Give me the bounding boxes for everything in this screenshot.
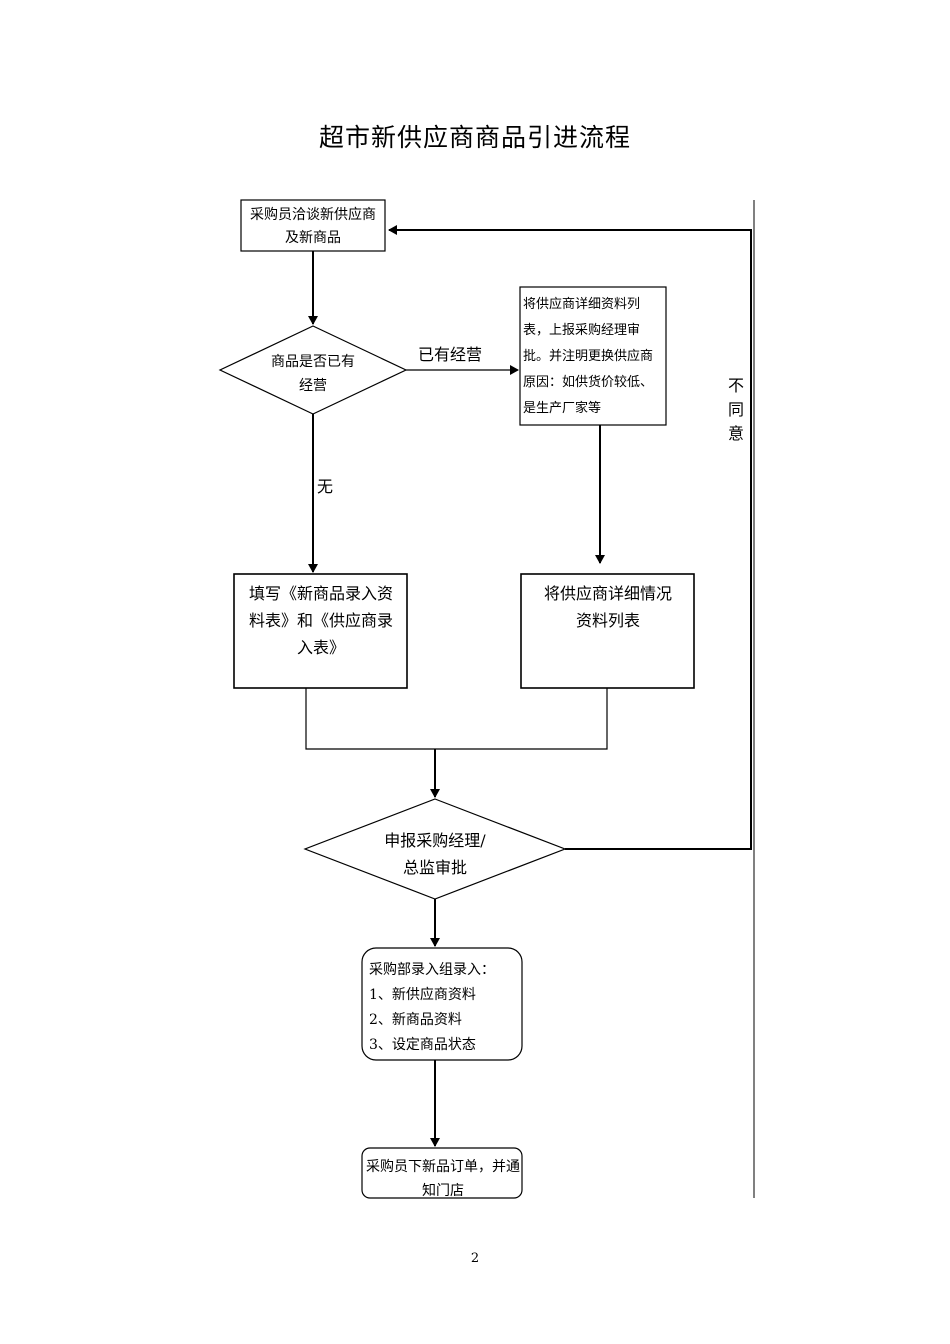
order-box: [361, 1147, 523, 1199]
fill-forms-box: [233, 573, 408, 689]
entry-group-heading: 采购部录入组录入：: [369, 962, 495, 978]
report-detail-box: [519, 286, 667, 426]
edge-label-disagree: 不 同 意: [726, 374, 746, 446]
fill-forms-text: 填写《新商品录入资 料表》和《供应商录 入表》: [248, 584, 393, 657]
edge-label-existing: 已有经营: [418, 345, 483, 364]
order-text: 采购员下新品订单，并通 知门店: [366, 1159, 520, 1197]
entry-group-item: 2、新商品资料: [369, 1012, 462, 1028]
entry-group-text: 采购部录入组录入： 1、新供应商资料 2、新商品资料 3、设定商品状态: [369, 958, 519, 1058]
arrow-disagree-loop: [388, 225, 752, 850]
merge-line: [305, 688, 608, 750]
list-detail-text: 将供应商详细情况 资料列表: [543, 584, 672, 630]
approval-text: 申报采购经理/ 总监审批: [384, 831, 486, 877]
edge-label-disagree-char: 不: [727, 376, 744, 395]
start-text: 采购员洽谈新供应商 及新商品: [250, 207, 376, 246]
page-title: 超市新供应商商品引进流程: [318, 123, 631, 152]
entry-group-item: 1、新供应商资料: [369, 987, 476, 1003]
edge-label-disagree-char: 意: [727, 424, 744, 443]
entry-group-box: [361, 947, 523, 1061]
edge-label-disagree-char: 同: [727, 400, 744, 419]
decision-existing-text: 商品是否已有 经营: [271, 354, 355, 394]
start-box: [240, 199, 386, 252]
page-number: 2: [470, 1251, 480, 1266]
report-detail-text: 将供应商详细资料列 表，上报采购经理审 批。并注明更换供应商 原因：如供货价较低…: [523, 297, 654, 416]
list-detail-box: [520, 573, 695, 689]
entry-group-item: 3、设定商品状态: [369, 1037, 476, 1053]
edge-label-none: 无: [317, 477, 334, 496]
